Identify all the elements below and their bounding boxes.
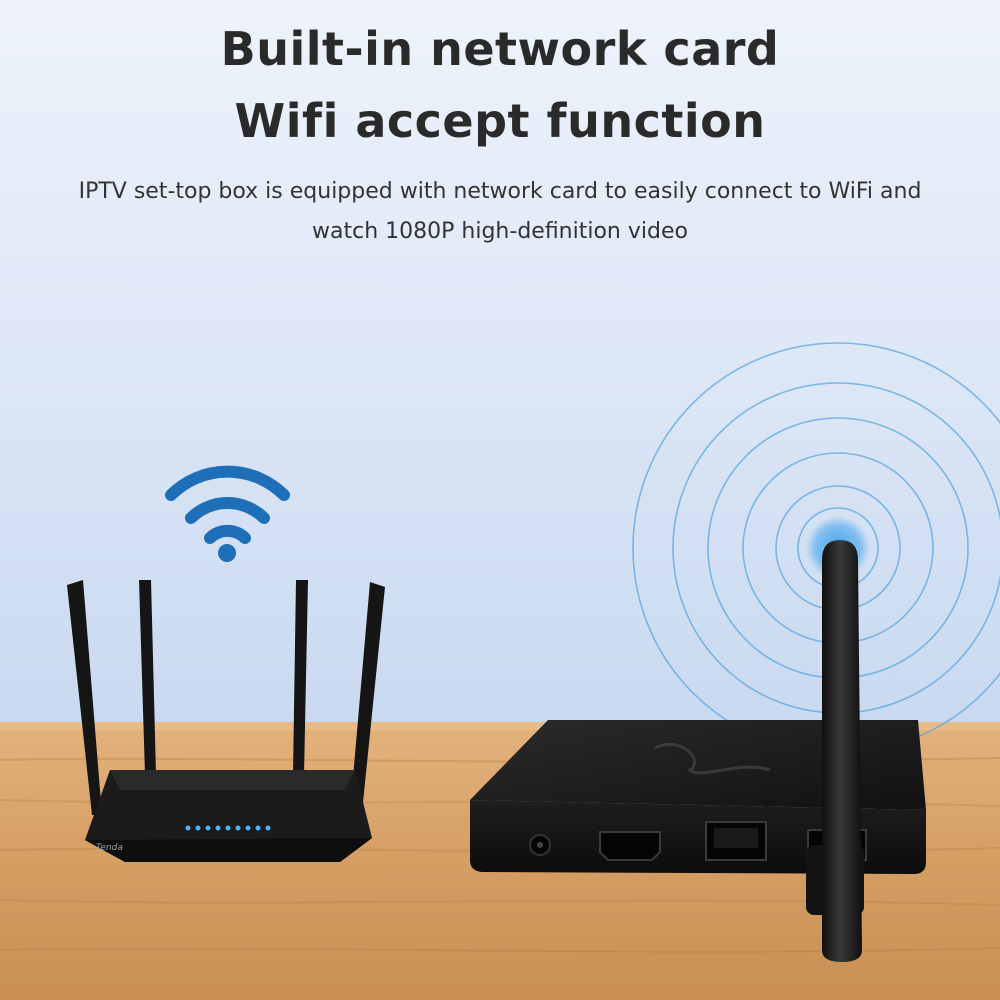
headline-line-1: Built-in network card <box>220 22 780 76</box>
wifi-icon <box>165 465 290 544</box>
description-line-1: IPTV set-top box is equipped with networ… <box>78 179 922 204</box>
router-antenna-1 <box>67 580 102 815</box>
box-top <box>470 720 926 810</box>
box-logo-mark <box>654 742 771 775</box>
wifi-icon-dot <box>218 544 236 562</box>
router: Tenda <box>67 580 385 862</box>
description-line-2: watch 1080P high-definition video <box>312 219 688 244</box>
hdmi-port <box>599 831 661 861</box>
usb-wifi-antenna <box>806 540 864 962</box>
router-antenna-3 <box>293 580 308 775</box>
router-antenna-2 <box>139 580 156 775</box>
headline-line-2: Wifi accept function <box>234 94 766 148</box>
router-antenna-4 <box>350 582 385 812</box>
router-status-leds <box>185 825 271 831</box>
router-brand-label: Tenda <box>96 843 123 853</box>
